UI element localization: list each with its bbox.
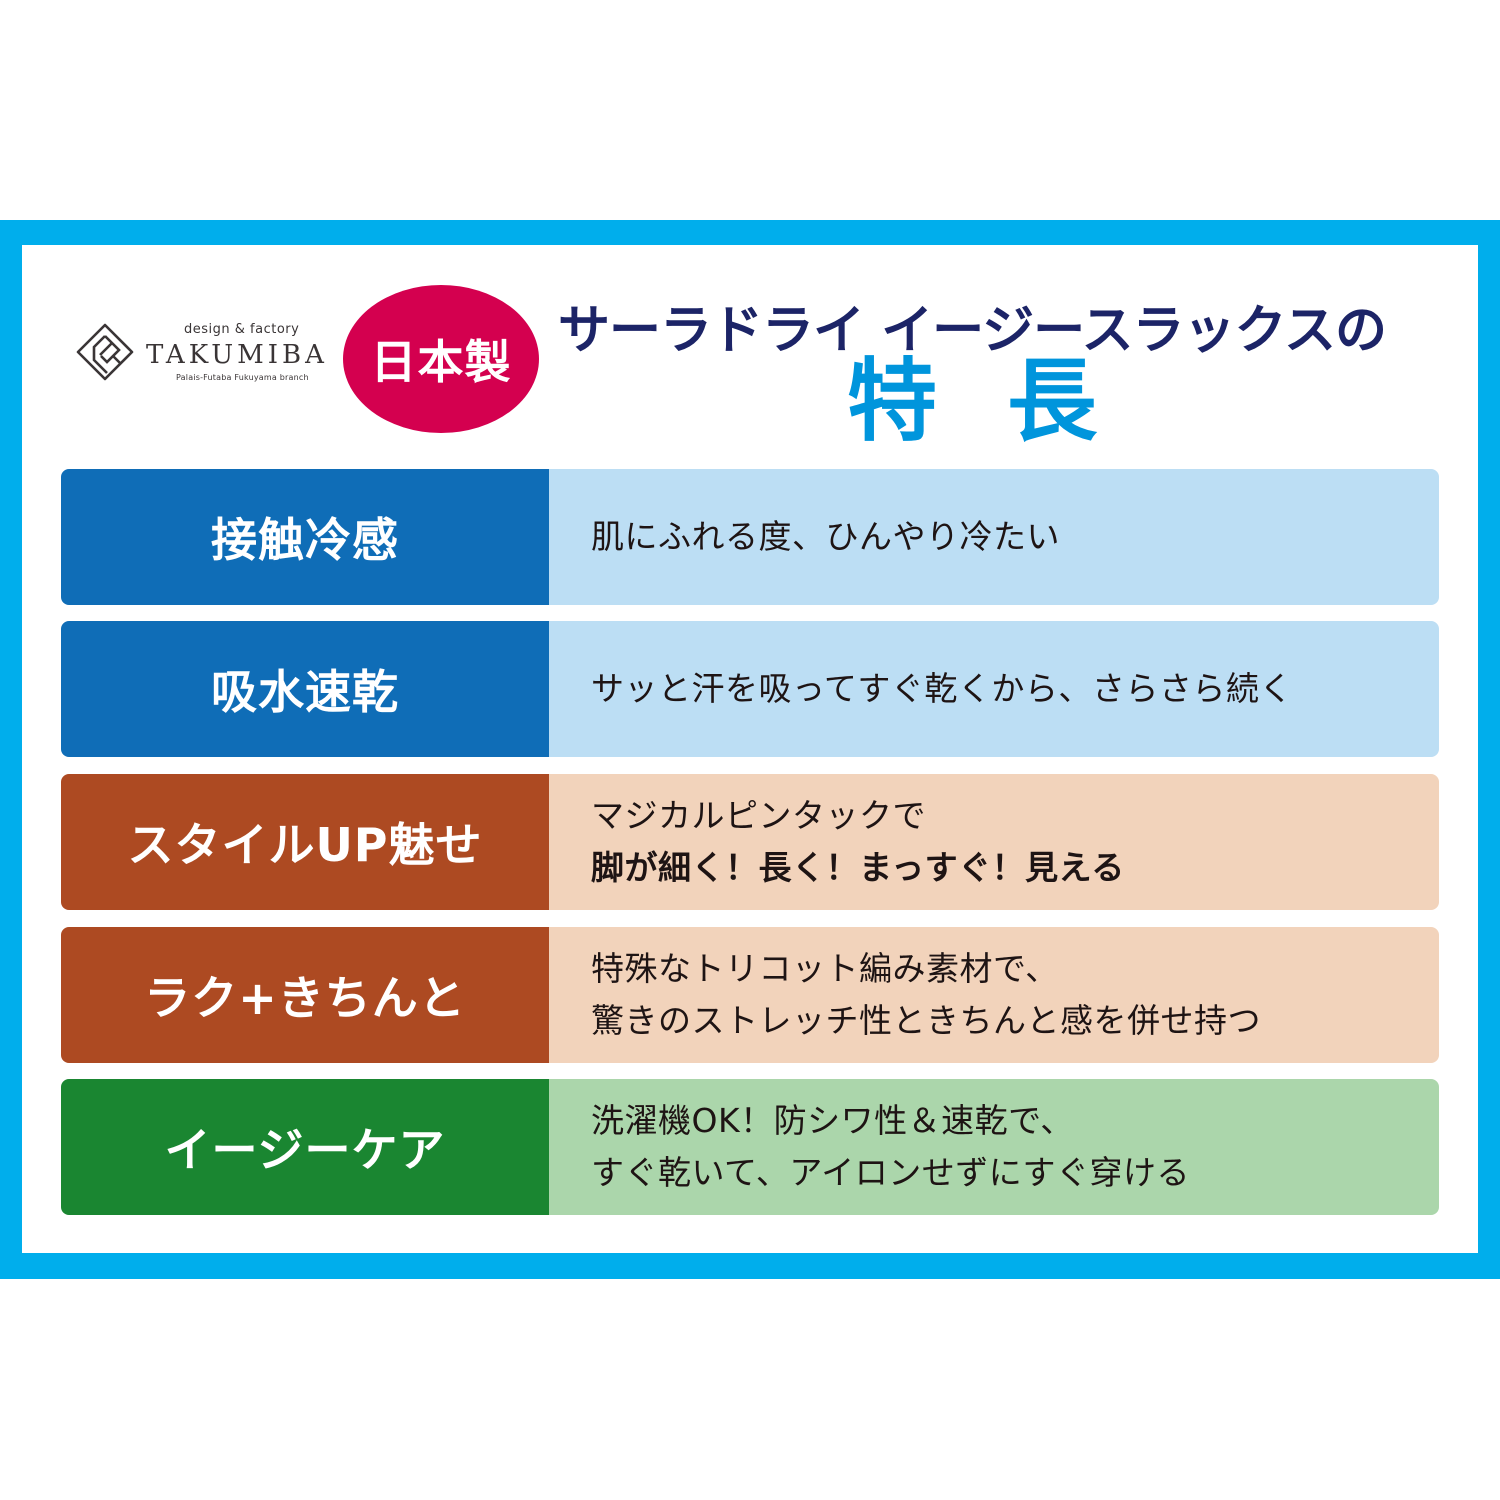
feature-description-line-emphasis: 脚が細く！長く！まっすぐ！見える [591,848,1125,887]
page-title: サーラドライ イージースラックスの [558,301,1387,361]
feature-description: 肌にふれる度、ひんやり冷たい [549,469,1439,605]
feature-description-line: マジカルピンタックで [591,796,926,835]
feature-description-line: 肌にふれる度、ひんやり冷たい [591,517,1060,556]
feature-label: スタイルUP魅せ [61,774,549,910]
feature-description-line: すぐ乾いて、アイロンせずにすぐ穿ける [591,1153,1191,1192]
made-in-japan-badge: 日本製 [343,285,539,433]
feature-label: 吸水速乾 [61,621,549,757]
feature-description: 特殊なトリコット編み素材で、 驚きのストレッチ性ときちんと感を併せ持つ [549,927,1439,1063]
page-subtitle: 特長 [847,349,1167,454]
feature-label: 接触冷感 [61,469,549,605]
logo-tagline: design & factory [184,322,300,337]
feature-label: ラク+きちんと [61,927,549,1063]
feature-row-easy-care: イージーケア 洗濯機OK！防シワ性＆速乾で、 すぐ乾いて、アイロンせずにすぐ穿け… [61,1079,1439,1215]
feature-row-quick-dry: 吸水速乾 サッと汗を吸ってすぐ乾くから、さらさら続く [61,621,1439,757]
feature-row-comfort-neat: ラク+きちんと 特殊なトリコット編み素材で、 驚きのストレッチ性ときちんと感を併… [61,927,1439,1063]
feature-description: マジカルピンタックで 脚が細く！長く！まっすぐ！見える [549,774,1439,910]
feature-description-line: 洗濯機OK！防シワ性＆速乾で、 [591,1101,1074,1140]
takumiba-logo: design & factory TAKUMIBA Palais-Futaba … [74,318,324,388]
logo-branch: Palais-Futaba Fukuyama branch [176,373,309,382]
feature-row-style-up: スタイルUP魅せ マジカルピンタックで 脚が細く！長く！まっすぐ！見える [61,774,1439,910]
logo-brand-name: TAKUMIBA [146,340,328,370]
feature-description-line: サッと汗を吸ってすぐ乾くから、さらさら続く [591,669,1293,708]
feature-label: イージーケア [61,1079,549,1215]
feature-description: サッと汗を吸ってすぐ乾くから、さらさら続く [549,621,1439,757]
feature-description: 洗濯機OK！防シワ性＆速乾で、 すぐ乾いて、アイロンせずにすぐ穿ける [549,1079,1439,1215]
feature-description-line: 特殊なトリコット編み素材で、 [591,949,1059,988]
takumiba-diamond-logo-icon [76,323,134,381]
feature-description-line: 驚きのストレッチ性ときちんと感を併せ持つ [591,1001,1261,1040]
feature-row-cooling: 接触冷感 肌にふれる度、ひんやり冷たい [61,469,1439,605]
